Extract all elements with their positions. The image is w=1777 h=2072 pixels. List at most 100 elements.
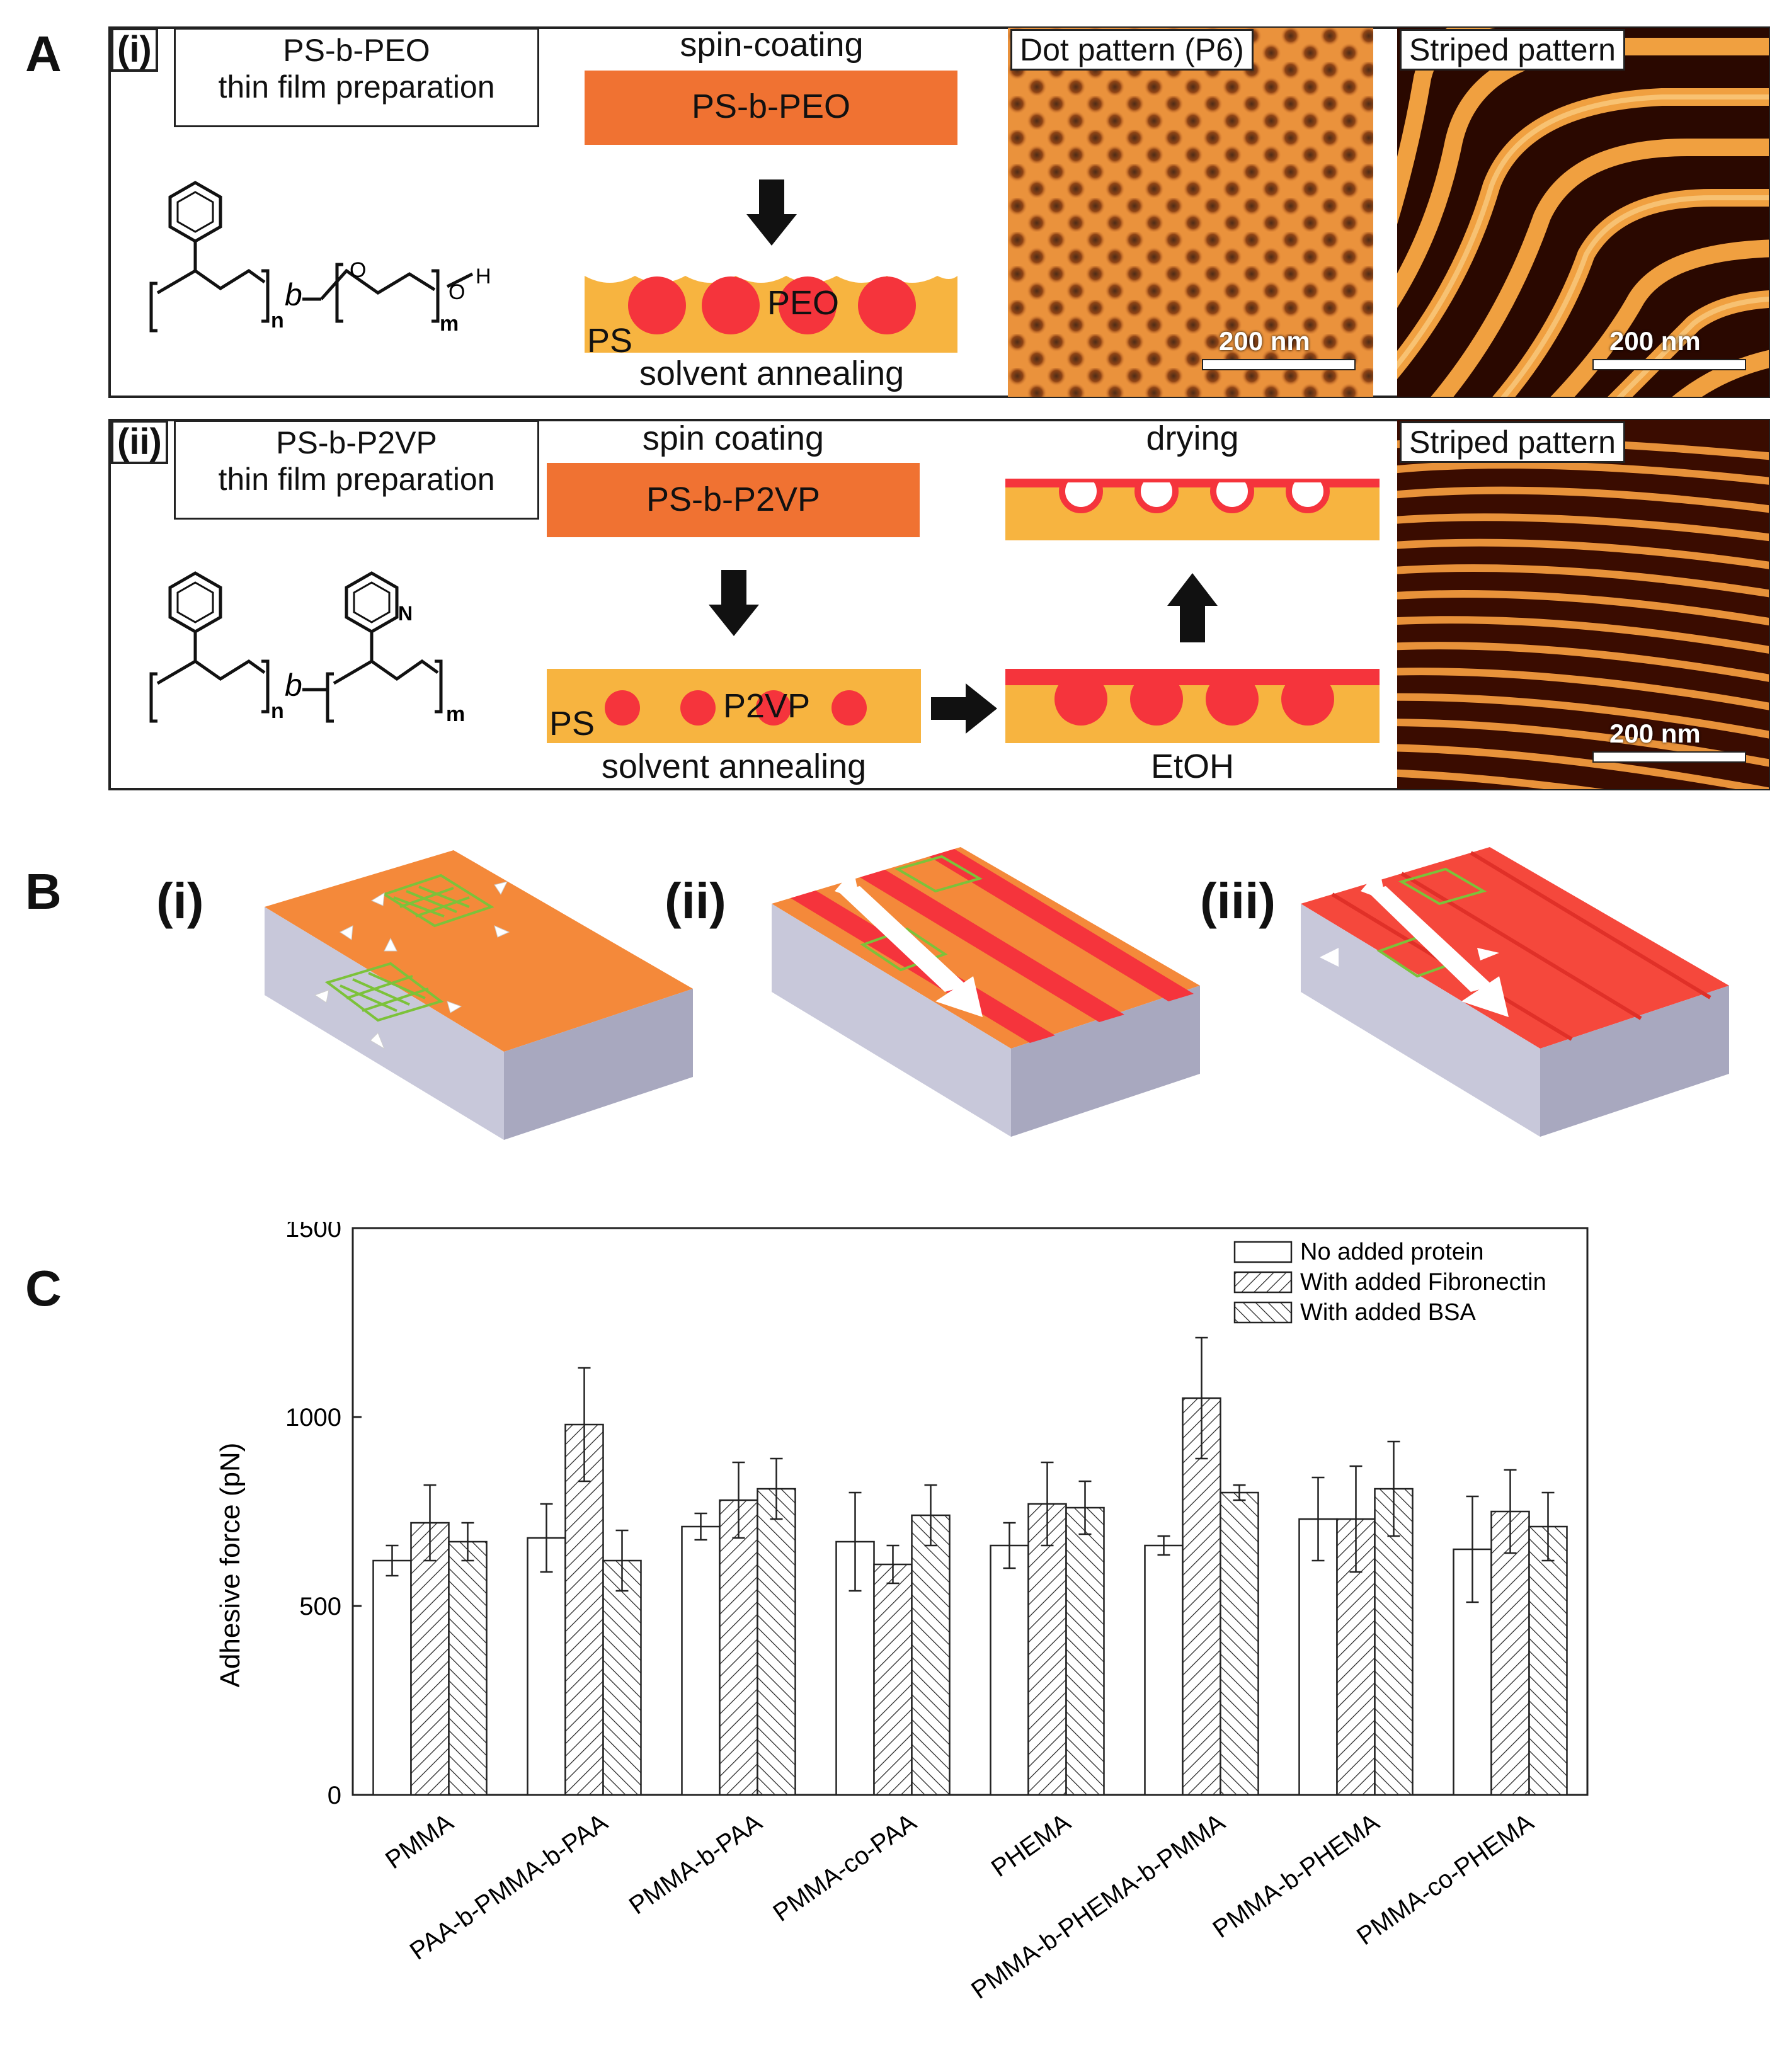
bar-3 (602, 1559, 642, 1796)
afm-striped-title-i: Striped pattern (1400, 29, 1625, 71)
chem-n-ii: n (271, 699, 284, 723)
afm-striped-pattern-image-ii (1397, 420, 1769, 789)
row-ii-title-line1: PS-b-P2VP (276, 425, 437, 460)
x-tick-label: PMMA-b-PHEMA-b-PMMA (966, 1808, 1230, 2005)
chem-m-ii: m (446, 702, 465, 726)
panel-b-letter: B (25, 863, 62, 919)
surface-diagram-iii (1301, 847, 1729, 1137)
surface-diagram-i (265, 850, 693, 1140)
dried-porous-film (1005, 479, 1380, 540)
etoh-label: EtOH (1150, 748, 1235, 785)
chem-N-ii: N (398, 602, 413, 625)
chart-y-axis-label: Adhesive force (pN) (215, 1443, 246, 1688)
row-ii-title-box: PS-b-P2VP thin film preparation (174, 420, 539, 520)
bar-3 (757, 1488, 796, 1796)
bar-3 (1220, 1491, 1259, 1796)
bar-1 (1144, 1544, 1184, 1796)
chem-o1-i: O (350, 258, 366, 282)
etoh-treated-film (1005, 669, 1380, 743)
afm-dot-scale-label: 200 nm (1219, 326, 1310, 356)
legend-swatch-1 (1233, 1241, 1293, 1263)
bar-1 (990, 1544, 1029, 1796)
panel-b-label-i: (i) (156, 873, 204, 929)
x-tick-label: PMMA-co-PAA (769, 1808, 922, 1927)
ps-b-p2vp-film (547, 463, 920, 537)
ps-b-peo-structure: n b O m O H (149, 181, 491, 336)
row-ii-title-line2: thin film preparation (218, 462, 495, 497)
legend-swatch-3 (1233, 1301, 1293, 1324)
chem-h-i: H (476, 265, 491, 288)
bar-1 (527, 1537, 566, 1796)
panel-c-letter: C (25, 1260, 62, 1316)
bar-3 (911, 1514, 951, 1796)
afm-striped-title-ii: Striped pattern (1400, 421, 1625, 463)
afm-dot-scalebar (1202, 359, 1356, 370)
row-ii-spin-label: spin coating (642, 419, 825, 457)
bar-3 (448, 1540, 488, 1796)
y-tick-label: 1000 (285, 1404, 341, 1432)
row-i-title-box: PS-b-PEO thin film preparation (174, 28, 539, 127)
down-arrow-icon-ii (709, 570, 759, 636)
x-tick-label: PMMA (380, 1808, 459, 1874)
row-i-title-line2: thin film preparation (218, 69, 495, 105)
chem-b-i: b (285, 277, 302, 312)
panel-a-letter: A (25, 26, 62, 82)
p2vp-domain-label: P2VP (723, 687, 811, 725)
bar-2 (1027, 1503, 1067, 1796)
chem-b-ii: b (285, 668, 302, 703)
row-ii-tag: (ii) (111, 420, 168, 464)
ps-matrix-label-ii: PS (549, 705, 595, 743)
y-tick-label: 500 (299, 1593, 341, 1620)
bar-1 (681, 1525, 721, 1796)
panel-b-label-iii: (iii) (1200, 873, 1276, 929)
row-i-spin-label: spin-coating (680, 26, 864, 64)
ps-b-peo-film-label: PS-b-PEO (691, 88, 851, 125)
legend-label-1: No added protein (1300, 1239, 1484, 1265)
panel-b-label-ii: (ii) (665, 873, 726, 929)
bar-3 (1065, 1506, 1105, 1796)
afm-striped-scalebar-i (1592, 359, 1746, 370)
peo-domain-label: PEO (767, 284, 840, 322)
chem-n-i: n (271, 309, 284, 333)
right-arrow-icon (931, 683, 997, 734)
row-ii-anneal-label: solvent annealing (601, 748, 867, 785)
arrow-head (370, 892, 385, 906)
afm-dot-pattern-image (1008, 28, 1373, 397)
x-tick-label: PHEMA (986, 1808, 1076, 1882)
afm-striped-scale-label-ii: 200 nm (1609, 719, 1701, 748)
bar-2 (719, 1499, 758, 1796)
x-tick-label: PMMA-b-PAA (624, 1808, 767, 1920)
ps-matrix-label-i: PS (587, 322, 633, 360)
afm-striped-pattern-image-i (1397, 28, 1769, 397)
row-i-title-line1: PS-b-PEO (283, 33, 430, 68)
up-arrow-icon (1167, 573, 1218, 642)
bar-2 (410, 1522, 450, 1796)
legend-label-2: With added Fibronectin (1300, 1269, 1546, 1295)
ps-b-peo-film (585, 71, 957, 145)
bar-3 (1528, 1525, 1568, 1796)
row-i-anneal-label: solvent annealing (639, 355, 905, 392)
ps-b-p2vp-annealed-film (547, 669, 921, 743)
bar-1 (372, 1559, 412, 1796)
drying-label: drying (1146, 419, 1239, 457)
bar-2 (1490, 1510, 1530, 1796)
y-tick-label: 0 (328, 1782, 341, 1809)
row-i-tag: (i) (111, 28, 158, 72)
surface-diagram-ii (772, 847, 1200, 1137)
afm-dot-title: Dot pattern (P6) (1010, 29, 1254, 71)
bar-2 (873, 1563, 913, 1796)
ps-b-p2vp-film-label: PS-b-P2VP (646, 481, 821, 518)
ps-b-p2vp-structure: N n b m (149, 571, 465, 726)
y-tick-label: 1500 (285, 1222, 341, 1243)
down-arrow-icon-i (746, 179, 797, 246)
legend-label-3: With added BSA (1300, 1299, 1476, 1326)
ps-b-peo-annealed-film (585, 276, 957, 353)
chart-frame (351, 1227, 1589, 1796)
afm-striped-scalebar-ii (1592, 751, 1746, 763)
legend-swatch-2 (1233, 1271, 1293, 1294)
afm-striped-scale-label-i: 200 nm (1609, 326, 1701, 356)
bar-2 (1182, 1397, 1221, 1796)
chem-m-i: m (440, 312, 459, 336)
